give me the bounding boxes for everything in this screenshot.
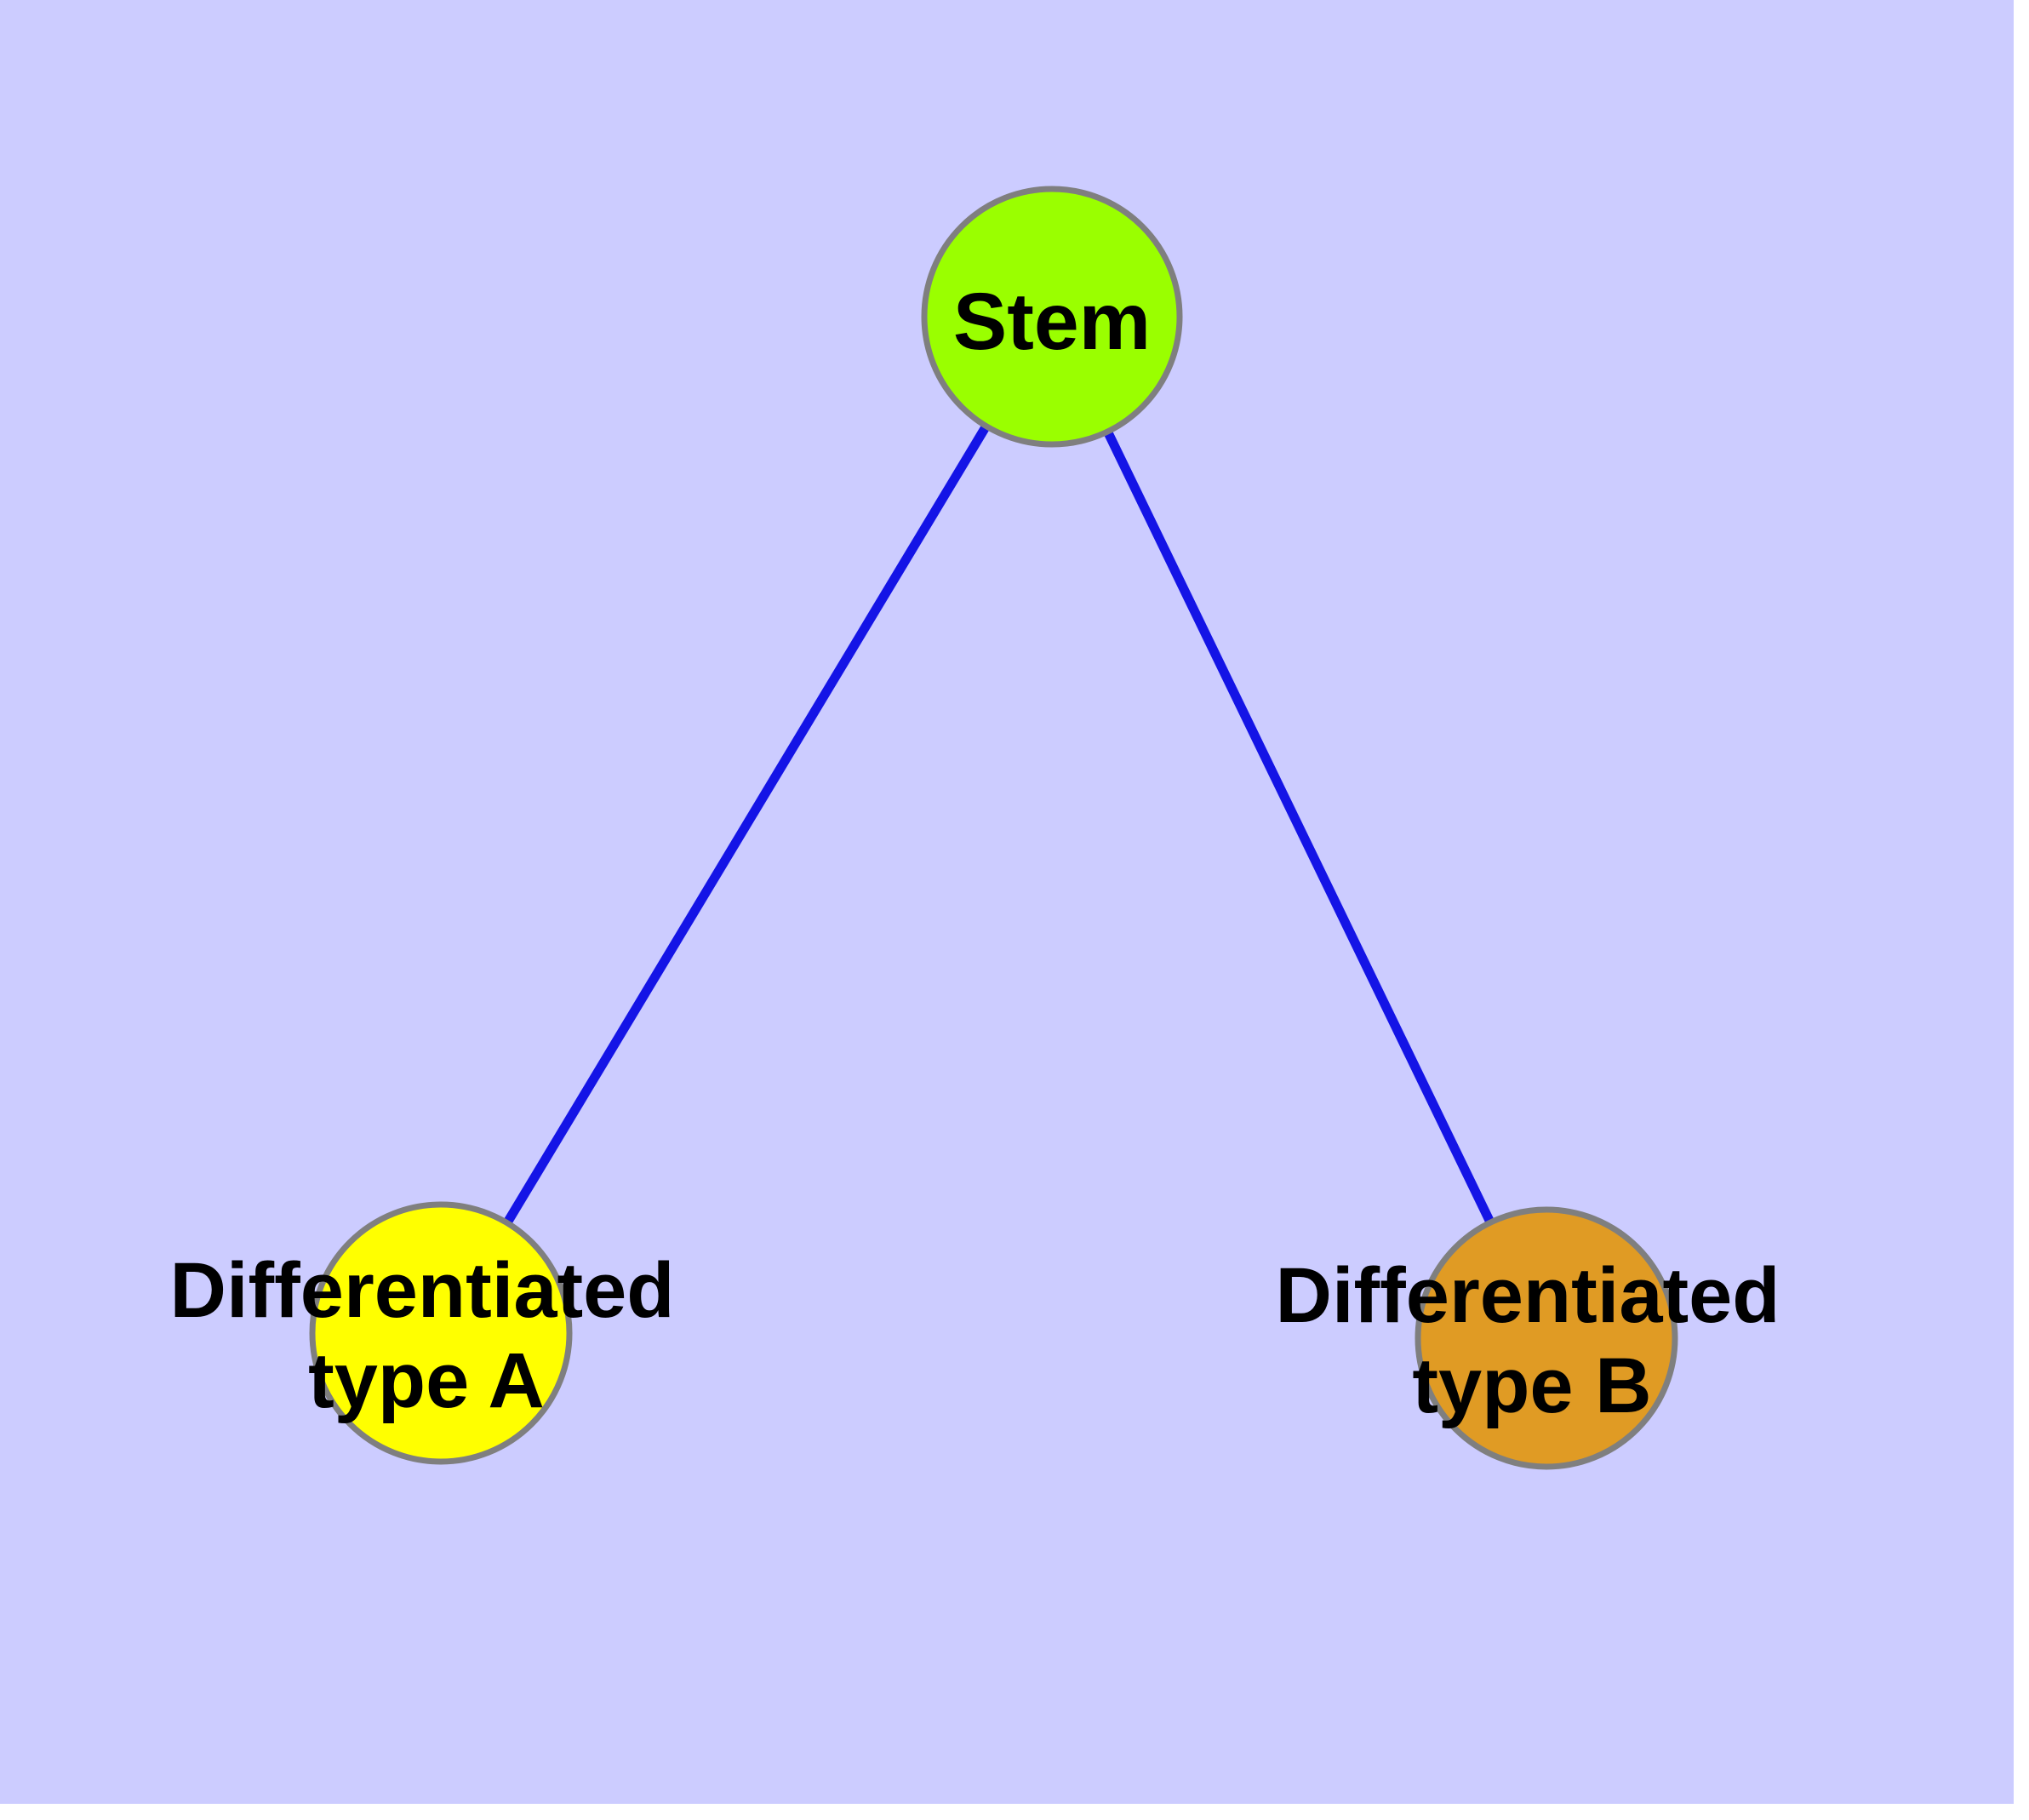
nodes-layer xyxy=(309,186,1678,1470)
node-differentiated-type-a[interactable] xyxy=(309,1201,573,1465)
labels-layer: Stem Differentiated type A Differentiate… xyxy=(170,277,1780,1429)
node-differentiated-type-a-label-line2: type A xyxy=(308,1337,545,1424)
node-differentiated-type-b[interactable] xyxy=(1415,1206,1678,1470)
node-differentiated-type-b-circle[interactable] xyxy=(1415,1206,1678,1470)
node-differentiated-type-a-label-line1: Differentiated xyxy=(170,1247,675,1334)
node-stem-label: Stem xyxy=(953,277,1151,367)
edges-layer xyxy=(503,423,1495,1226)
node-differentiated-type-b-label-line2: type B xyxy=(1412,1342,1651,1429)
edge-stem-to-differentiated-type-b[interactable] xyxy=(1103,429,1495,1225)
edge-stem-to-differentiated-type-a[interactable] xyxy=(503,423,991,1226)
node-differentiated-type-a-circle[interactable] xyxy=(309,1201,573,1465)
node-stem[interactable] xyxy=(921,186,1183,448)
node-stem-circle[interactable] xyxy=(921,186,1183,448)
node-differentiated-type-b-label-line1: Differentiated xyxy=(1276,1252,1780,1339)
